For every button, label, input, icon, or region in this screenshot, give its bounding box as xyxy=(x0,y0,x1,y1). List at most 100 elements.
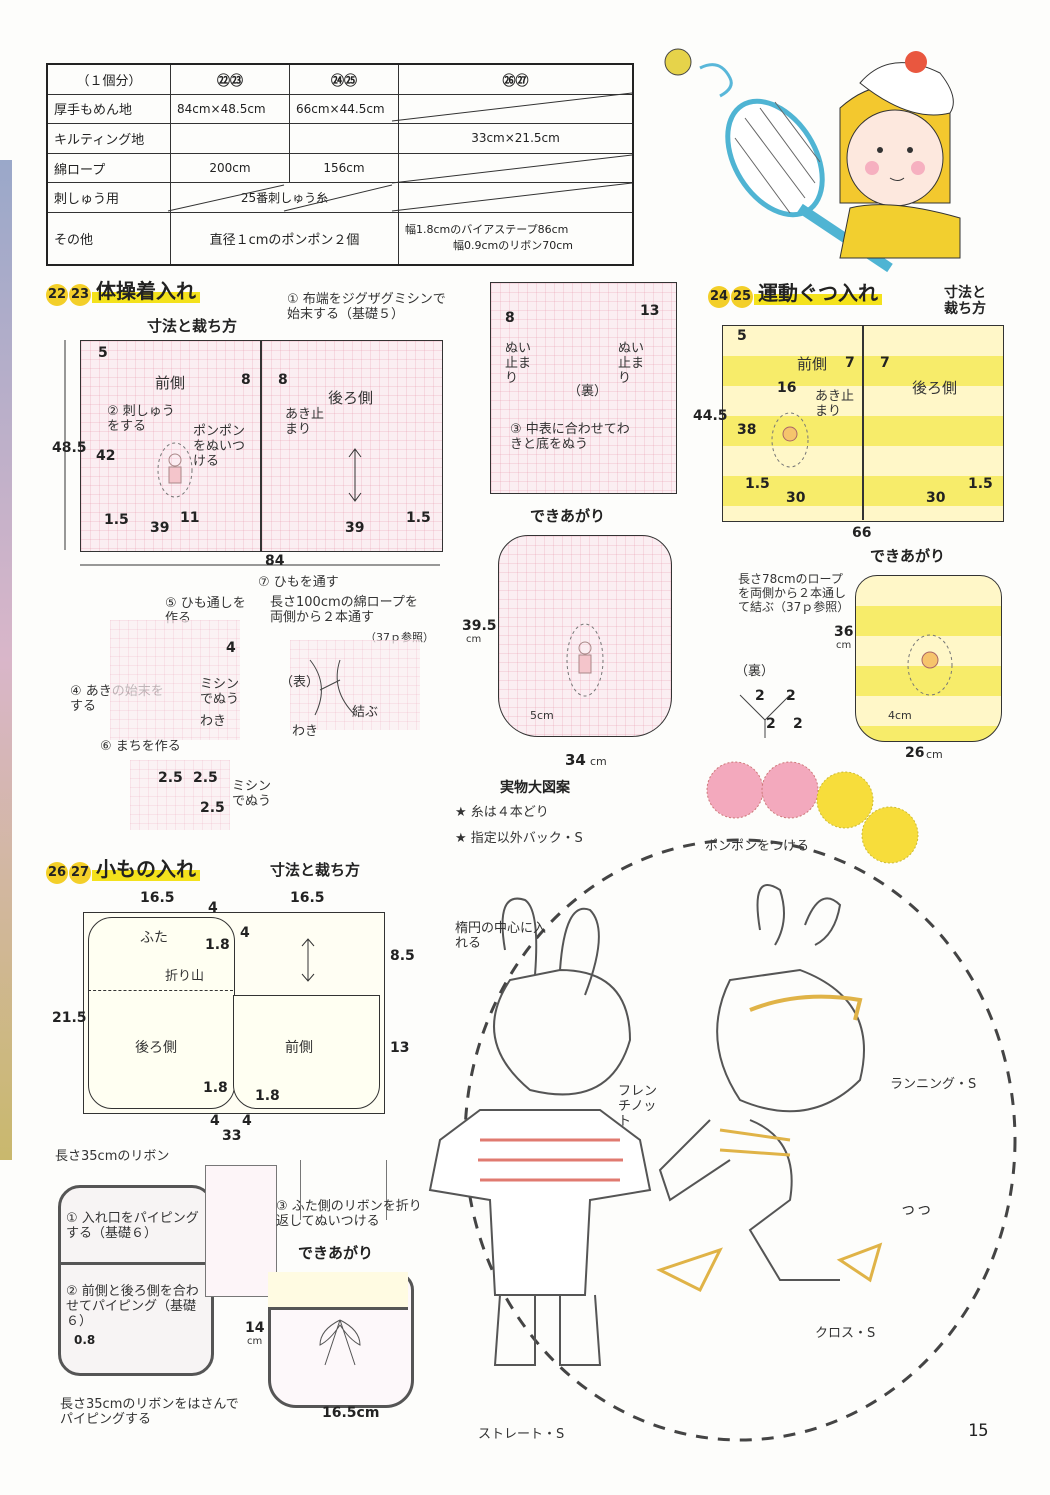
label-side: わき xyxy=(292,724,319,739)
pouch-step-drawing xyxy=(58,1185,214,1376)
dim-8-5: 8.5 xyxy=(390,948,415,964)
table-cell xyxy=(398,152,634,184)
label-fold: 折り山 xyxy=(165,969,205,984)
motif-note-french-knot: フレンチノット xyxy=(618,1084,658,1129)
table-cell: 幅1.8cmのバイアステープ86cm 幅0.9cmのリボン70cm xyxy=(398,211,634,266)
label-back: 後ろ側 xyxy=(912,379,958,397)
dim-8: 8 xyxy=(505,310,515,326)
fold-line xyxy=(88,990,233,991)
label-front: 前側 xyxy=(797,355,828,373)
dim-8: 8 xyxy=(241,372,251,388)
ribbon-note: 長さ35cmのリボンをはさんでパイピングする xyxy=(60,1397,239,1427)
finished-note: 長さ78cmのロープを両側から２本通して結ぶ（37ｐ参照） xyxy=(738,572,850,614)
label-opening: あき止まり xyxy=(815,389,855,419)
label-ura: （裏） xyxy=(568,384,608,399)
dim-38: 38 xyxy=(737,422,757,438)
pouch-pattern-left xyxy=(88,917,235,1109)
dim-width-part: 16.5 xyxy=(290,890,325,906)
dim-8: 8 xyxy=(278,372,288,388)
grain-arrow-icon xyxy=(301,938,315,982)
dim-13: 13 xyxy=(640,303,660,319)
table-diagonals xyxy=(167,92,633,212)
dim-16: 16 xyxy=(777,380,797,396)
dim-42: 42 xyxy=(96,448,116,464)
step-3-note: ③ 中表に合わせてわきと底をぬう xyxy=(510,422,630,452)
rope-drawing xyxy=(309,659,356,716)
label-back: 後ろ側 xyxy=(135,1040,177,1056)
dim-width-part: 30 xyxy=(786,490,806,506)
dim-2: 2 xyxy=(793,716,803,732)
dim-1-5: 1.5 xyxy=(406,510,431,526)
dim-gusset: 4cm xyxy=(888,709,912,722)
dim-width: 33 xyxy=(222,1128,242,1144)
section-title: 運動ぐつ入れ xyxy=(754,281,882,305)
dim-height: 39.5 xyxy=(462,618,497,634)
dim-unit: cm xyxy=(590,755,607,768)
dim-4: 4 xyxy=(240,925,250,941)
dim-unit: cm xyxy=(926,748,943,761)
section-title: 小もの入れ xyxy=(92,857,200,881)
finished-label: できあがり xyxy=(530,507,606,525)
finished-label: できあがり xyxy=(298,1244,374,1262)
dim-4: 4 xyxy=(210,1113,220,1129)
dim-1-8: 1.8 xyxy=(255,1088,280,1104)
dim-11: 11 xyxy=(180,510,200,526)
table-cell: 156cm xyxy=(289,152,399,184)
dim-gusset: 5cm xyxy=(530,709,554,722)
gusset-inset-drawing xyxy=(739,694,791,738)
dim-4: 4 xyxy=(226,640,236,656)
table-header-cell: （１個分） xyxy=(46,63,171,95)
table-cell xyxy=(398,93,634,125)
table-cell: 直径１cmのポンポン２個 xyxy=(170,211,399,266)
label-sewn: ミシンでぬう xyxy=(232,779,272,809)
dim-2: 2 xyxy=(786,688,796,704)
dim-5: 5 xyxy=(98,345,108,361)
embroidery-motif-bear xyxy=(771,412,809,468)
finished-pouch-flap xyxy=(268,1272,408,1310)
finished-gym-bag xyxy=(498,535,672,737)
embroidery-title: 実物大図案 xyxy=(500,780,570,796)
dim-2: 2 xyxy=(766,716,776,732)
label-embroider: ② 刺しゅうをする xyxy=(107,404,175,434)
section-number-badge: 24 xyxy=(708,286,730,308)
step-6-fabric xyxy=(130,760,230,830)
table-header-cell: ㉖㉗ xyxy=(398,63,634,95)
dim-2-5: 2.5 xyxy=(193,770,218,786)
dim-unit: cm xyxy=(247,1336,263,1347)
table-cell: 200cm xyxy=(170,152,290,184)
label-sewn: ミシンでぬう xyxy=(200,677,240,707)
dim-width: 34 xyxy=(565,751,586,769)
label-tie: 結ぶ xyxy=(352,705,379,720)
table-header-cell: ㉔㉕ xyxy=(289,63,399,95)
section-number-badge: 23 xyxy=(69,284,91,306)
dim-1-5: 1.5 xyxy=(968,476,993,492)
dim-4: 4 xyxy=(208,900,218,916)
section-subtitle: 寸法と裁ち方 xyxy=(270,861,361,879)
label-front: 前側 xyxy=(285,1040,313,1056)
ribbon-note: 長さ35cmのリボン xyxy=(55,1149,170,1164)
dim-height: 14 xyxy=(245,1320,265,1336)
finished-label: できあがり xyxy=(870,547,946,565)
table-cell: 84cm×48.5cm xyxy=(170,93,290,125)
step-1-note: ① 入れ口をパイピングする（基礎６） xyxy=(66,1211,199,1241)
dim-width: 26 xyxy=(905,745,925,761)
label-ura: （裏） xyxy=(735,664,775,679)
dim-width: 16.5cm xyxy=(322,1405,380,1421)
section-number-badge: 27 xyxy=(69,862,91,884)
motif-sound-text: っっ xyxy=(900,1199,933,1218)
gym-bag-inside-out xyxy=(490,282,677,494)
embroidery-motif-rabbit xyxy=(566,623,604,697)
dim-2-5: 2.5 xyxy=(158,770,183,786)
table-row-label: キルティング地 xyxy=(46,123,171,154)
step-3-fabric-ribbon xyxy=(300,1160,387,1220)
section-number-badge: 22 xyxy=(46,284,68,306)
page-number: 15 xyxy=(968,1421,989,1441)
label-back: 後ろ側 xyxy=(328,389,374,407)
dim-1-8: 1.8 xyxy=(203,1080,228,1096)
table-header-cell: ㉒㉓ xyxy=(170,63,290,95)
label-omote: （表） xyxy=(280,675,320,690)
label-stop: ぬい止まり xyxy=(505,341,532,386)
section-subtitle: 寸法と裁ち方 xyxy=(944,285,986,318)
